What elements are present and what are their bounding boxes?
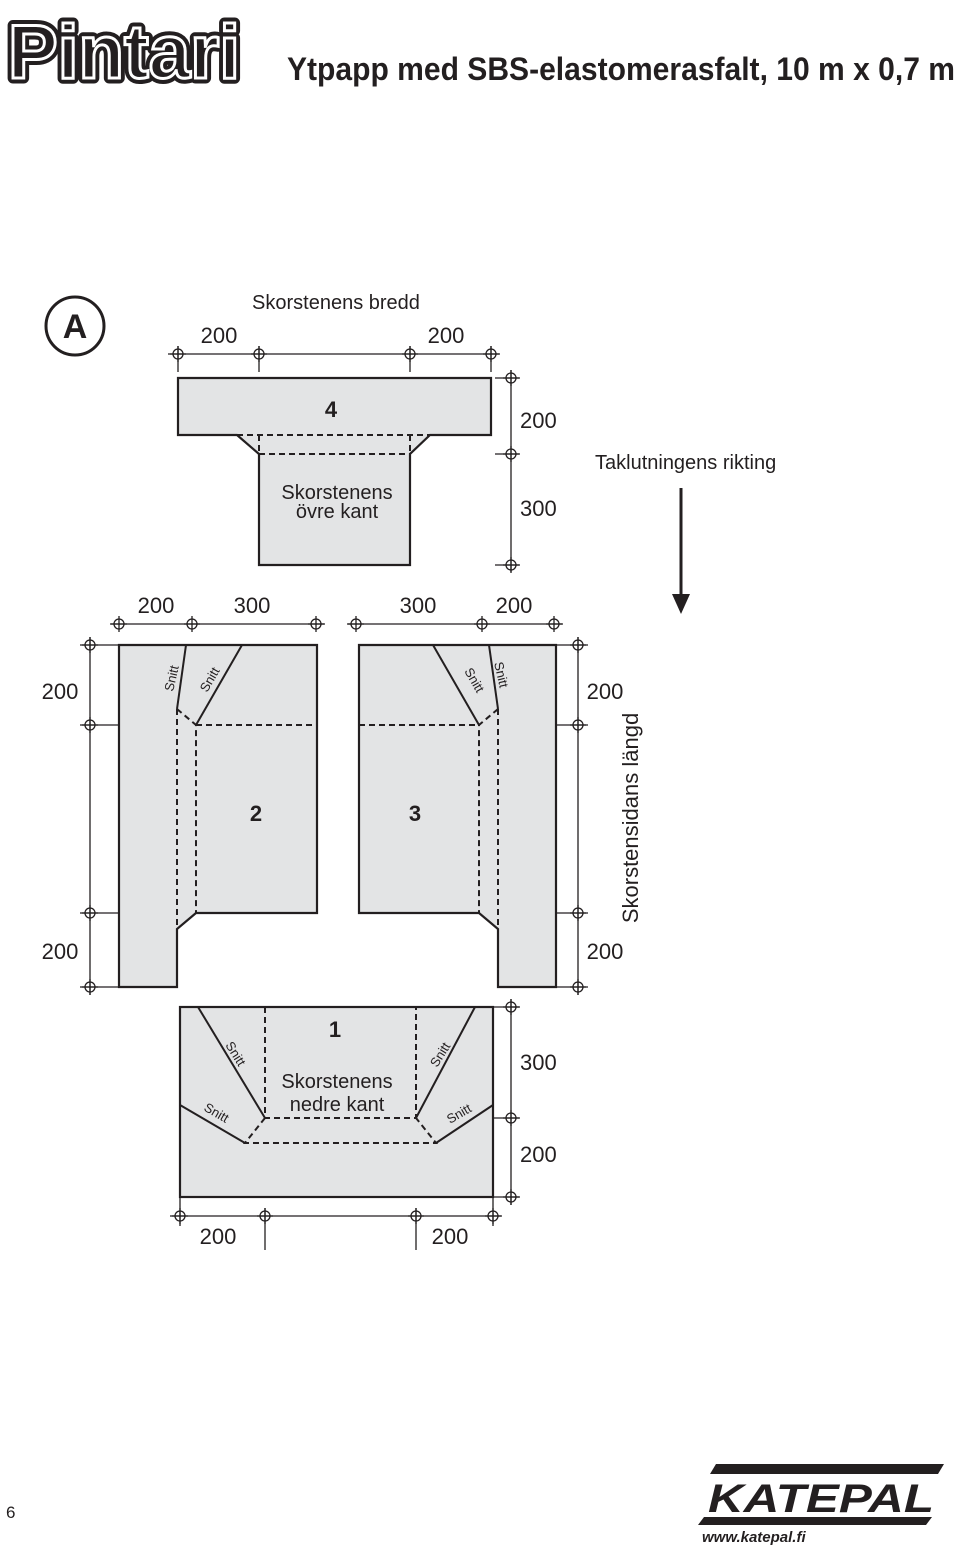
piece-1-caption-line2: nedre kant xyxy=(290,1094,385,1116)
top-dim-1: 200 xyxy=(138,593,175,618)
brand-logo-outline: Pintari xyxy=(8,10,240,95)
piece-1-dim-right-bottom: 200 xyxy=(520,1142,557,1167)
piece-1-dim-bottom-right: 200 xyxy=(432,1224,469,1249)
piece-4-number: 4 xyxy=(325,397,338,422)
piece-3: 3 Snitt Snitt xyxy=(357,643,558,989)
piece-3-cut-label-b: Snitt xyxy=(491,660,512,689)
piece-4-height-dimension: 200 300 xyxy=(495,369,557,574)
top-dim-4: 200 xyxy=(496,593,533,618)
piece-1-dim-bottom-left: 200 xyxy=(200,1224,237,1249)
figure-badge: A xyxy=(44,295,106,357)
piece-1-width-dimension: 200 200 xyxy=(170,1197,502,1250)
piece-1-dim-right-top: 300 xyxy=(520,1050,557,1075)
piece-1-number: 1 xyxy=(329,1017,341,1042)
chimney-width-label: Skorstenens bredd xyxy=(252,292,420,314)
piece-4-caption-line1: Skorstenens xyxy=(281,482,392,504)
logo-stripe-bottom xyxy=(698,1517,932,1525)
piece-1-caption-line1: Skorstenens xyxy=(281,1071,392,1093)
left-side-dimensions: 200 200 xyxy=(42,636,119,996)
pieces-2-3-top-dimensions: 200 300 300 200 xyxy=(110,593,563,633)
website-link[interactable]: www.katepal.fi xyxy=(702,1529,806,1546)
katepal-logo-text: KATEPAL xyxy=(708,1477,934,1521)
piece-4-dim-bottom: 300 xyxy=(520,496,557,521)
logo-stripe-top xyxy=(710,1464,944,1474)
right-dim-bottom: 200 xyxy=(587,939,624,964)
right-dim-top: 200 xyxy=(587,679,624,704)
page-number: 6 xyxy=(6,1503,15,1522)
piece-3-number: 3 xyxy=(409,801,421,826)
page-title: Ytpapp med SBS-elastomerasfalt, 10 m x 0… xyxy=(287,51,955,87)
piece-2: 2 Snitt Snitt xyxy=(117,643,319,989)
chimney-side-length-label: Skorstensidans längd xyxy=(618,713,643,923)
piece-2-number: 2 xyxy=(250,801,262,826)
arrow-head-icon xyxy=(672,594,690,614)
piece-4-dim-top: 200 xyxy=(520,408,557,433)
slope-direction-label: Taklutningens rikting xyxy=(595,452,776,474)
piece-4: 4 Skorstenens övre kant xyxy=(176,376,493,567)
slope-direction: Taklutningens rikting xyxy=(595,452,776,614)
left-dim-top: 200 xyxy=(42,679,79,704)
left-dim-bottom: 200 xyxy=(42,939,79,964)
piece-4-dim-left: 200 xyxy=(201,323,238,348)
piece-4-width-dimension: 200 200 Skorstenens bredd xyxy=(168,292,500,372)
piece-1-height-dimension: 300 200 xyxy=(493,998,557,1206)
brand-logo: Pintari Pintari xyxy=(3,5,246,101)
katepal-logo: KATEPAL xyxy=(698,1464,944,1525)
figure-badge-label: A xyxy=(63,308,88,346)
piece-1: 1 Skorstenens nedre kant Snitt Snitt Sni… xyxy=(178,1005,495,1199)
piece-4-dim-right: 200 xyxy=(428,323,465,348)
right-side-dimensions: 200 200 Skorstensidans längd xyxy=(556,636,643,996)
top-dim-3: 300 xyxy=(400,593,437,618)
brand-logo-text: Pintari xyxy=(8,10,240,95)
piece-2-cut-label-a: Snitt xyxy=(161,664,182,693)
piece-4-caption-line2: övre kant xyxy=(296,501,379,523)
top-dim-2: 300 xyxy=(234,593,271,618)
